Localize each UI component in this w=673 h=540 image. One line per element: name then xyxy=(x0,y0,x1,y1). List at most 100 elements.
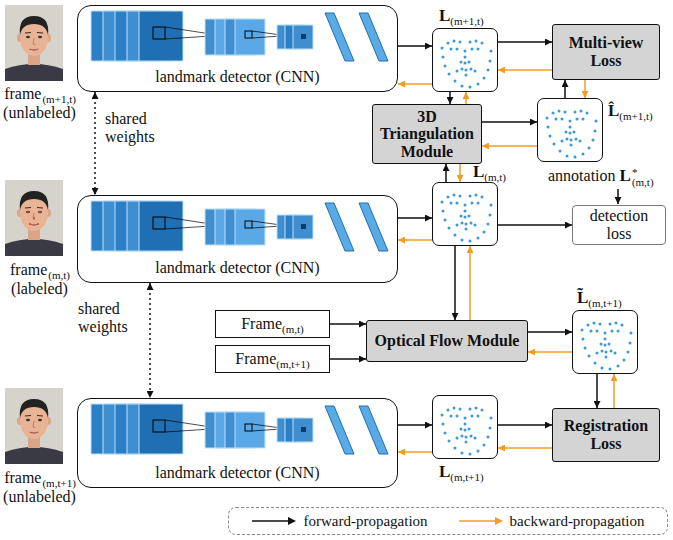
heading: L(m+1,t) xyxy=(439,6,484,26)
script-stack: *(m,t) xyxy=(632,167,654,187)
forward-arrow xyxy=(398,217,432,219)
box-label: Frame xyxy=(241,315,282,332)
label-group: frame(m+1,t) xyxy=(4,84,76,103)
box-label: L xyxy=(439,462,450,481)
annotation-marks xyxy=(27,211,41,225)
module-box: 3D Triangulation Module xyxy=(372,104,482,164)
loss-box: detection loss xyxy=(572,205,666,245)
label-text: frame xyxy=(4,85,41,102)
backward-arrow xyxy=(459,164,461,182)
subscript: (m,t) xyxy=(484,171,506,183)
landmark-box: L̂(m+1,t) xyxy=(537,98,603,162)
label-group: annotationL*(m,t) xyxy=(548,166,654,187)
cnn-layers xyxy=(91,201,388,251)
module-box: Optical Flow Module xyxy=(366,320,528,362)
label-text: frame xyxy=(4,469,41,486)
subscript: (m+1,t) xyxy=(450,15,483,27)
heading: Frame(m,t+1) xyxy=(235,350,309,368)
backward-arrow xyxy=(528,351,572,353)
heading: Frame(m,t) xyxy=(241,315,304,333)
box-label: landmark detector (CNN) xyxy=(155,464,319,482)
label-text: * xyxy=(632,167,654,177)
box-label: L̃ xyxy=(577,288,588,307)
landmark-dots xyxy=(441,194,493,243)
label-group: (unlabeled) xyxy=(3,487,77,506)
box-label: L̂ xyxy=(608,101,619,120)
legend-text: forward-propagation xyxy=(303,513,427,530)
backward-arrow xyxy=(398,239,432,241)
forward-arrow xyxy=(398,45,432,47)
backward-arrow xyxy=(465,92,467,104)
box-label: L xyxy=(473,162,484,181)
label-text: frame xyxy=(10,261,47,278)
subscript: (m,t+1) xyxy=(588,297,621,309)
backward-arrow xyxy=(482,145,537,147)
backward-arrow xyxy=(398,451,432,453)
subscript: (m,t+1) xyxy=(42,477,75,489)
landmark-box: L(m,t) xyxy=(432,182,498,246)
forward-arrow xyxy=(445,164,447,182)
backward-arrow xyxy=(584,80,586,98)
label-group: (labeled) xyxy=(11,279,69,298)
edge-label: shared weights xyxy=(76,299,142,336)
subscript: (m+1,t) xyxy=(619,110,652,122)
label-text: (unlabeled) xyxy=(3,104,76,121)
shared-weights-arrow xyxy=(94,92,96,195)
subscript: (m,t) xyxy=(282,323,304,335)
landmark-box: L(m,t+1) xyxy=(432,395,498,459)
legend-item: backward-propagation xyxy=(458,513,645,530)
box-label: Multi-view Loss xyxy=(558,34,654,69)
landmark-dots xyxy=(546,110,598,159)
heading: L̃(m,t+1) xyxy=(577,288,622,308)
legend-text: backward-propagation xyxy=(510,513,645,530)
label-group: frame(m,t) xyxy=(10,260,70,279)
box-label: landmark detector (CNN) xyxy=(155,259,319,277)
forward-arrow xyxy=(398,424,432,426)
box-label: Frame xyxy=(235,350,276,367)
annotation-arrow xyxy=(617,189,619,204)
face-photo xyxy=(5,5,63,81)
label-group: frame(m,t+1) xyxy=(4,468,76,487)
legend-line xyxy=(458,516,504,526)
backward-arrow xyxy=(498,447,552,449)
module-box: Multi-view Loss xyxy=(552,24,660,80)
heading: L̂(m+1,t) xyxy=(608,101,653,121)
subscript: (m,t+1) xyxy=(276,358,309,370)
heading: L(m,t+1) xyxy=(439,462,484,482)
legend-line xyxy=(251,516,297,526)
label-group: (unlabeled) xyxy=(3,103,77,122)
face-photo xyxy=(5,180,63,256)
box-label: Optical Flow Module xyxy=(375,332,520,350)
landmark-dots xyxy=(581,322,633,371)
forward-arrow xyxy=(498,424,552,426)
face-photo xyxy=(5,388,63,464)
box-label: 3D Triangulation Module xyxy=(378,108,476,161)
box-label: L xyxy=(439,6,450,25)
subscript: (m,t+1) xyxy=(450,471,483,483)
landmark-dots xyxy=(441,407,493,456)
edge-label: shared weights xyxy=(103,109,169,146)
legend: forward-propagation backward-propagation xyxy=(228,507,668,535)
label-text: (unlabeled) xyxy=(3,488,76,505)
backward-arrow xyxy=(613,374,615,408)
box-label: detection loss xyxy=(578,207,660,242)
detector-box: landmark detector (CNN) xyxy=(77,195,398,283)
frame-box: Frame(m,t) xyxy=(215,310,330,338)
forward-arrow xyxy=(449,92,451,104)
box-label: Registration Loss xyxy=(558,417,654,452)
shared-weights-arrow xyxy=(149,283,151,398)
landmark-dots xyxy=(441,40,493,89)
forward-arrow xyxy=(498,41,552,43)
forward-arrow xyxy=(596,374,598,408)
forward-arrow xyxy=(498,224,572,226)
forward-arrow xyxy=(528,331,572,333)
backward-arrow xyxy=(469,246,471,320)
label-text: L xyxy=(620,166,631,185)
cnn-layers xyxy=(91,11,388,61)
label-text: (labeled) xyxy=(11,280,68,297)
legend-item: forward-propagation xyxy=(251,513,427,530)
backward-arrow xyxy=(398,83,432,85)
landmark-box: L(m+1,t) xyxy=(432,28,498,92)
